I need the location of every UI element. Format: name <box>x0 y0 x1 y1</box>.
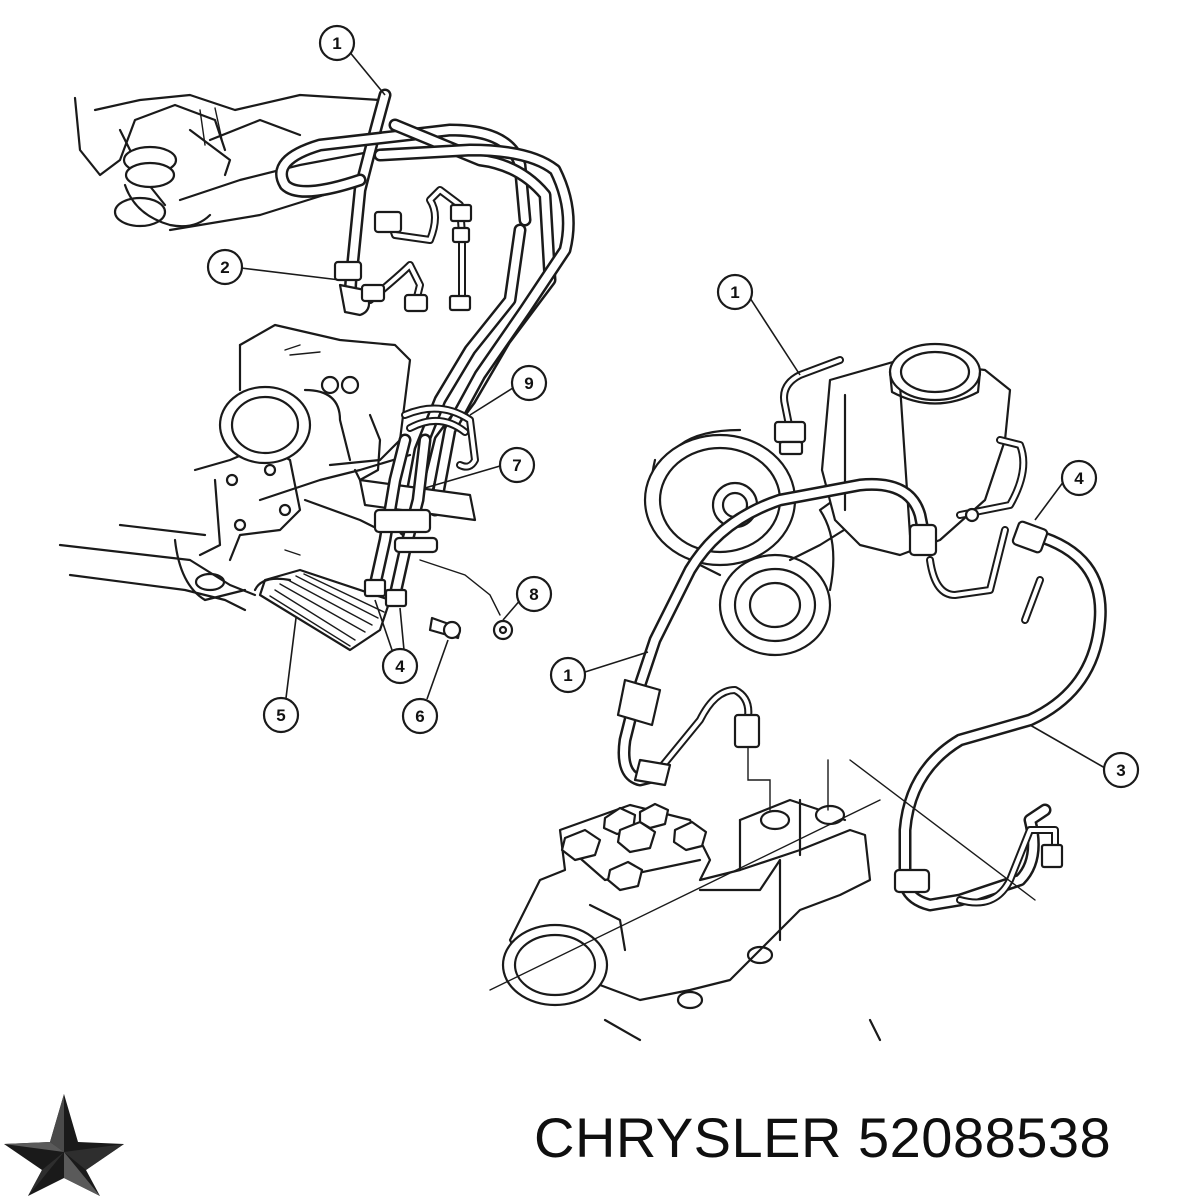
svg-text:1: 1 <box>730 283 739 302</box>
left-engine-frame-illustration <box>58 93 412 612</box>
callout-left-6: 6 <box>401 697 439 735</box>
callout-left-4: 4 <box>381 647 419 685</box>
svg-text:8: 8 <box>529 585 538 604</box>
callout-top-2: 2 <box>206 248 244 286</box>
svg-text:9: 9 <box>524 374 533 393</box>
svg-text:6: 6 <box>415 707 424 726</box>
callouts: 1 2 9 7 8 4 5 6 <box>206 24 1140 789</box>
svg-text:4: 4 <box>395 657 405 676</box>
svg-text:7: 7 <box>512 456 521 475</box>
callout-right-3: 3 <box>1102 751 1140 789</box>
part-number: 52088538 <box>858 1106 1112 1169</box>
callout-right-1a: 1 <box>716 273 754 311</box>
svg-text:2: 2 <box>220 258 229 277</box>
svg-text:4: 4 <box>1074 469 1084 488</box>
svg-text:1: 1 <box>332 34 341 53</box>
svg-text:3: 3 <box>1116 761 1125 780</box>
svg-text:1: 1 <box>563 666 572 685</box>
left-hoses <box>253 88 575 652</box>
callout-left-9: 9 <box>510 364 548 402</box>
callout-right-1b: 1 <box>549 656 587 694</box>
brand-name: CHRYSLER <box>534 1106 842 1169</box>
callout-right-4: 4 <box>1060 459 1098 497</box>
callout-left-5: 5 <box>262 696 300 734</box>
callout-left-8: 8 <box>515 575 553 613</box>
right-pump-and-gear-illustration <box>489 342 1107 1042</box>
brand-part-label: CHRYSLER 52088538 <box>534 1098 1111 1178</box>
svg-text:5: 5 <box>276 706 285 725</box>
chrysler-pentastar-icon <box>4 1094 124 1196</box>
callout-top-1: 1 <box>318 24 356 62</box>
callout-left-7: 7 <box>498 446 536 484</box>
